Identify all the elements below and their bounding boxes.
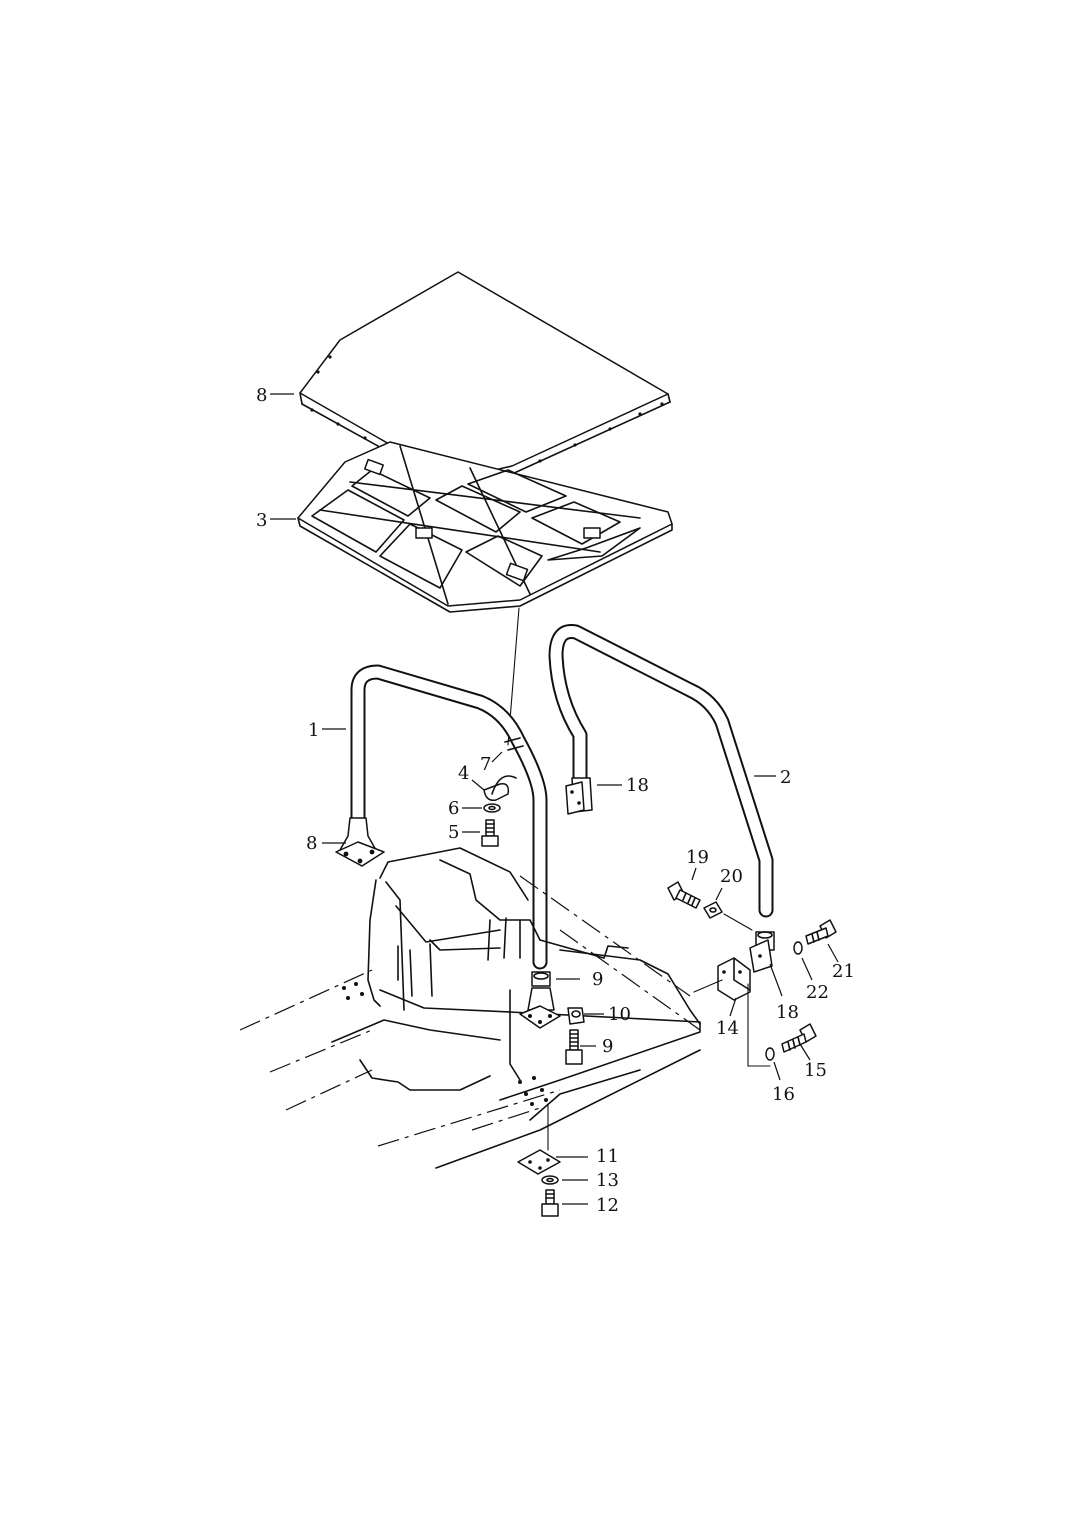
washer-22 xyxy=(793,941,803,955)
washer-14 xyxy=(541,1175,559,1185)
callout-18-lower: 18 xyxy=(776,1002,799,1023)
callout-9-right: 9 xyxy=(592,969,603,990)
plate-12 xyxy=(517,1149,561,1175)
bracket-15 xyxy=(717,957,751,1001)
callout-5: 5 xyxy=(448,822,459,843)
bolt-21 xyxy=(805,919,837,945)
nut-20 xyxy=(703,901,723,919)
callout-20: 20 xyxy=(720,866,743,887)
callout-10: 9 xyxy=(602,1036,613,1057)
callout-2: 2 xyxy=(780,767,791,788)
callout-22: 22 xyxy=(806,982,829,1003)
nut-11 xyxy=(567,1007,585,1025)
callout-21: 21 xyxy=(832,961,855,982)
rollbar-tube-left xyxy=(350,664,548,970)
callout-4: 4 xyxy=(458,763,469,784)
callout-16: 15 xyxy=(804,1060,827,1081)
callout-19: 19 xyxy=(686,847,709,868)
callout-15: 14 xyxy=(716,1018,739,1039)
tube-base-right xyxy=(519,971,561,1029)
tube-base-left xyxy=(335,817,385,867)
mount-line-right xyxy=(693,913,771,1067)
callout-9-left: 8 xyxy=(306,833,317,854)
callout-11: 10 xyxy=(608,1004,631,1025)
callout-7: 7 xyxy=(480,754,491,775)
callout-leaders xyxy=(270,393,839,1205)
callout-13: 12 xyxy=(596,1195,619,1216)
canopy-roof-sheet xyxy=(299,271,671,488)
callout-8: 8 xyxy=(256,385,267,406)
canopy-frame xyxy=(297,441,673,613)
bolt-10 xyxy=(565,1029,583,1065)
bracket-18-lower xyxy=(749,931,775,973)
callout-14: 13 xyxy=(596,1170,619,1191)
washer-6 xyxy=(483,803,501,813)
bolt-13 xyxy=(541,1189,559,1217)
clamp-4 xyxy=(483,775,517,802)
callout-6: 6 xyxy=(448,798,459,819)
machine-frame xyxy=(239,847,701,1169)
washer-17 xyxy=(765,1047,775,1061)
bolt-16 xyxy=(781,1023,817,1053)
callout-labels: 8 3 1 2 18 7 4 6 5 8 9 10 9 11 13 12 14 … xyxy=(256,385,855,1216)
bolt-5 xyxy=(481,819,499,847)
callout-3: 3 xyxy=(256,510,267,531)
bracket-upper xyxy=(565,777,593,815)
rollbar-tube-right xyxy=(548,624,774,918)
callout-12: 11 xyxy=(596,1146,619,1167)
callout-1: 1 xyxy=(308,720,319,741)
callout-18-upper: 18 xyxy=(626,775,649,796)
callout-17: 16 xyxy=(772,1084,795,1105)
bolt-19 xyxy=(667,881,701,909)
